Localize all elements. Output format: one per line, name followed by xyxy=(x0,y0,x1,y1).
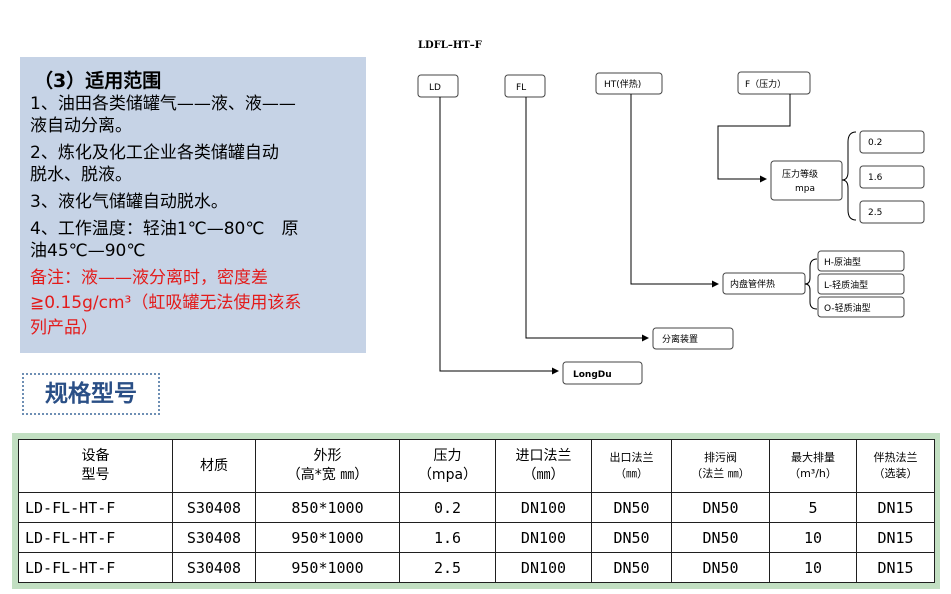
table-header-row: 设备型号 材质 外形（高*宽 ㎜） 压力（mpa） 进口法兰（㎜） 出口法兰（㎜… xyxy=(18,439,935,493)
cell-max-flow: 5 xyxy=(769,492,857,523)
cell-material: S30408 xyxy=(172,492,256,523)
table-row: LD-FL-HT-F S30408 950*1000 1.6 DN100 DN5… xyxy=(18,522,935,553)
header-drain-valve: 排污阀（法兰 ㎜） xyxy=(671,439,770,493)
scope-line: 1、油田各类储罐气——液、液—— xyxy=(30,94,296,114)
cell-dimensions: 950*1000 xyxy=(255,552,400,583)
diagram-title: LDFL–HT–F xyxy=(418,40,482,51)
brand-box: LongDu xyxy=(562,361,643,385)
cell-inlet-flange: DN100 xyxy=(495,522,592,553)
cell-dimensions: 850*1000 xyxy=(255,492,400,523)
scope-note-line: ≧0.15g/cm³（虹吸罐无法使用该系 xyxy=(30,293,302,313)
heating-type-l: L-轻质油型 xyxy=(817,273,905,295)
pressure-level-label: 2.5 xyxy=(868,208,882,218)
scope-line: 油45℃—90℃ xyxy=(30,241,146,261)
cell-outlet-flange: DN50 xyxy=(591,492,672,523)
pressure-level-0-2: 0.2 xyxy=(859,130,925,154)
spec-table: 设备型号 材质 外形（高*宽 ㎜） 压力（mpa） 进口法兰（㎜） 出口法兰（㎜… xyxy=(18,439,935,583)
pressure-level-label: 1.6 xyxy=(868,173,883,183)
header-material: 材质 xyxy=(172,439,256,493)
model-code-diagram: LDFL–HT–F LD FL HT(伴热) F（压力） 压力等级 xyxy=(400,30,951,400)
header-heating-flange: 伴热法兰（选装） xyxy=(856,439,935,493)
cell-drain-valve: DN50 xyxy=(671,552,770,583)
cell-outlet-flange: DN50 xyxy=(591,552,672,583)
pressure-grade-unit: mpa xyxy=(795,184,815,194)
separator-box: 分离装置 xyxy=(652,327,734,350)
pressure-level-1-6: 1.6 xyxy=(859,165,925,189)
table-row: LD-FL-HT-F S30408 850*1000 0.2 DN100 DN5… xyxy=(18,492,935,523)
header-max-flow: 最大排量（m³/h） xyxy=(769,439,857,493)
cell-material: S30408 xyxy=(172,522,256,553)
code-box-fl: FL xyxy=(504,74,546,98)
cell-outlet-flange: DN50 xyxy=(591,522,672,553)
scope-line: 2、炼化及化工企业各类储罐自动 xyxy=(30,143,279,163)
scope-note-line: 列产品） xyxy=(30,318,98,338)
code-box-f-label: F（压力） xyxy=(745,78,786,90)
scope-line: 脱水、脱液。 xyxy=(30,165,132,185)
cell-model: LD-FL-HT-F xyxy=(18,492,173,523)
cell-drain-valve: DN50 xyxy=(671,522,770,553)
spec-table-panel: 设备型号 材质 外形（高*宽 ㎜） 压力（mpa） 进口法兰（㎜） 出口法兰（㎜… xyxy=(12,433,940,589)
pressure-grade-label: 压力等级 xyxy=(782,168,818,180)
code-box-ld-label: LD xyxy=(429,83,441,93)
cell-pressure: 2.5 xyxy=(399,552,496,583)
cell-material: S30408 xyxy=(172,552,256,583)
pressure-level-2-5: 2.5 xyxy=(859,200,925,224)
cell-dimensions: 950*1000 xyxy=(255,522,400,553)
scope-panel: （3）适用范围 1、油田各类储罐气——液、液—— 液自动分离。 2、炼化及化工企… xyxy=(20,57,366,353)
code-box-fl-label: FL xyxy=(516,83,526,93)
code-box-f: F（压力） xyxy=(737,71,811,95)
cell-max-flow: 10 xyxy=(769,552,857,583)
scope-note-line: 备注：液——液分离时，密度差 xyxy=(30,268,268,288)
cell-model: LD-FL-HT-F xyxy=(18,552,173,583)
brand-label: LongDu xyxy=(573,370,612,380)
header-pressure: 压力（mpa） xyxy=(399,439,496,493)
code-box-ht: HT(伴热) xyxy=(595,72,663,95)
heating-type-o: O-轻质油型 xyxy=(817,296,905,318)
heating-coil-box: 内盘管伴热 xyxy=(722,272,806,295)
cell-drain-valve: DN50 xyxy=(671,492,770,523)
header-model: 设备型号 xyxy=(18,439,173,493)
cell-pressure: 1.6 xyxy=(399,522,496,553)
scope-line: 3、液化气储罐自动脱水。 xyxy=(30,192,228,212)
scope-title: （3）适用范围 xyxy=(34,70,162,92)
cell-model: LD-FL-HT-F xyxy=(18,522,173,553)
code-box-ld: LD xyxy=(417,74,459,98)
heating-type-label: O-轻质油型 xyxy=(824,302,871,314)
cell-max-flow: 10 xyxy=(769,522,857,553)
header-dimensions: 外形（高*宽 ㎜） xyxy=(255,439,400,493)
cell-heating-flange: DN15 xyxy=(856,552,935,583)
scope-line: 4、工作温度：轻油1℃—80℃ 原 xyxy=(30,219,299,239)
pressure-level-label: 0.2 xyxy=(868,138,882,148)
table-row: LD-FL-HT-F S30408 950*1000 2.5 DN100 DN5… xyxy=(18,552,935,583)
heating-type-h: H-原油型 xyxy=(817,250,905,272)
heating-coil-label: 内盘管伴热 xyxy=(730,278,775,290)
separator-label: 分离装置 xyxy=(662,333,698,345)
header-outlet-flange: 出口法兰（㎜） xyxy=(591,439,672,493)
cell-inlet-flange: DN100 xyxy=(495,552,592,583)
pressure-grade-box: 压力等级 mpa xyxy=(770,160,843,201)
heating-type-label: H-原油型 xyxy=(824,256,861,268)
model-code-diagram-svg: LDFL–HT–F LD FL HT(伴热) F（压力） 压力等级 xyxy=(417,40,925,385)
cell-heating-flange: DN15 xyxy=(856,522,935,553)
cell-inlet-flange: DN100 xyxy=(495,492,592,523)
cell-pressure: 0.2 xyxy=(399,492,496,523)
spec-model-heading: 规格型号 xyxy=(22,373,160,415)
cell-heating-flange: DN15 xyxy=(856,492,935,523)
heating-type-label: L-轻质油型 xyxy=(824,279,868,291)
scope-line: 液自动分离。 xyxy=(30,116,132,136)
header-inlet-flange: 进口法兰（㎜） xyxy=(495,439,592,493)
code-box-ht-label: HT(伴热) xyxy=(604,78,641,90)
